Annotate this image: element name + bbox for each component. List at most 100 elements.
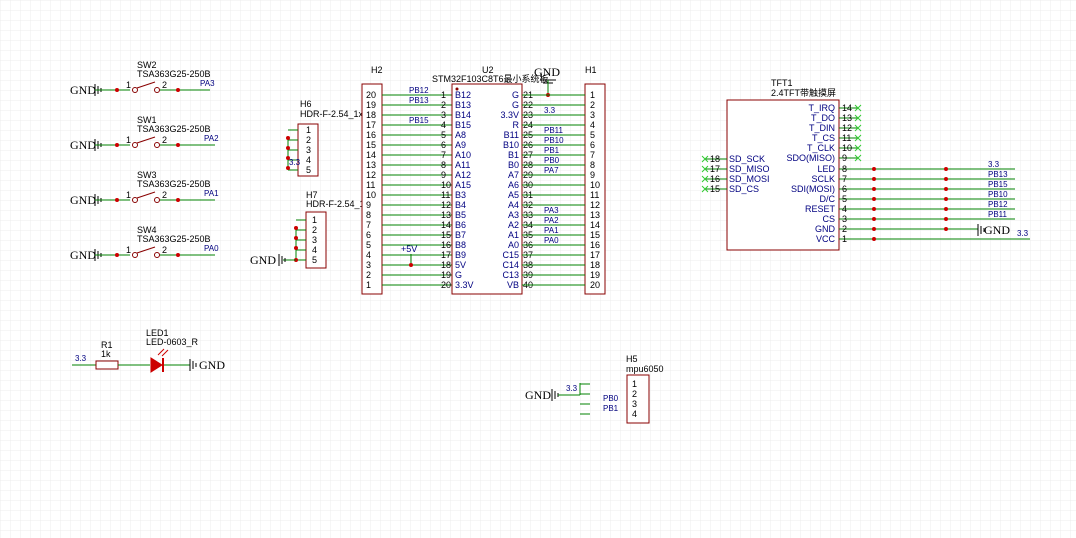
tft-pin-name: CS bbox=[822, 214, 835, 224]
no-connect-marker bbox=[854, 104, 862, 112]
no-connect-marker bbox=[701, 155, 709, 163]
u2-pin-name: R bbox=[513, 120, 520, 130]
u2-pin-number: 9 bbox=[441, 170, 446, 180]
svg-text:GND: GND bbox=[70, 83, 96, 97]
resistor-r1[interactable]: 3.3 R1 1k bbox=[72, 340, 150, 370]
h1-pin-number: 10 bbox=[590, 180, 600, 190]
plus5v-label: +5V bbox=[401, 244, 417, 254]
no-connect-marker bbox=[854, 114, 862, 122]
tft-pin-number: 13 bbox=[842, 113, 852, 123]
u2-pin-name: 3.3V bbox=[500, 110, 519, 120]
svg-text:1: 1 bbox=[126, 80, 131, 90]
h2-pin-number: 19 bbox=[366, 100, 376, 110]
u2-pin-name: B9 bbox=[455, 250, 466, 260]
sw1-value: TSA363G25-250B bbox=[137, 124, 211, 134]
tft-pin-name: T_IRQ bbox=[808, 103, 835, 113]
junction-dot bbox=[944, 207, 948, 211]
u2-pin-name: A0 bbox=[508, 240, 519, 250]
gnd-label: GND bbox=[525, 388, 551, 402]
net-label: PB1 bbox=[603, 404, 619, 413]
u2-pin-name: 5V bbox=[455, 260, 466, 270]
h1-pin-number: 2 bbox=[590, 100, 595, 110]
tft-pin-number: 3 bbox=[842, 214, 847, 224]
net-label: PB11 bbox=[544, 126, 564, 135]
u2-pin-name: A2 bbox=[508, 220, 519, 230]
net-label: PB13 bbox=[409, 96, 429, 105]
no-connect-marker bbox=[854, 154, 862, 162]
h1-pin-number: 16 bbox=[590, 240, 600, 250]
h2-pin-number: 1 bbox=[366, 280, 371, 290]
tft-pin-number: 5 bbox=[842, 194, 847, 204]
net-label: PB11 bbox=[988, 210, 1008, 219]
u2-pin-name: A8 bbox=[455, 130, 466, 140]
net-label: PB13 bbox=[988, 170, 1008, 179]
h1-pin-number: 5 bbox=[590, 130, 595, 140]
u2-pin-name: B10 bbox=[503, 140, 519, 150]
u2-pin-number: 1 bbox=[441, 90, 446, 100]
svg-text:2: 2 bbox=[162, 135, 167, 145]
h6-pin-number: 4 bbox=[306, 155, 311, 165]
r1-ref: R1 bbox=[101, 340, 113, 350]
u2-pin-name: B7 bbox=[455, 230, 466, 240]
h2-pin-number: 5 bbox=[366, 240, 371, 250]
h1-pin-number: 17 bbox=[590, 250, 600, 260]
u2-pin-name: A12 bbox=[455, 170, 471, 180]
net-label: 3.3 bbox=[988, 160, 1000, 169]
tft-pin-number: 15 bbox=[710, 184, 720, 194]
h2-pin-number: 6 bbox=[366, 230, 371, 240]
h1-pin-number: 8 bbox=[590, 160, 595, 170]
u2-pin-number: 17 bbox=[441, 250, 451, 260]
u2-pin-number: 2 bbox=[441, 100, 446, 110]
gnd-label: GND bbox=[250, 253, 276, 267]
net-label: PA1 bbox=[544, 226, 559, 235]
junction-dot bbox=[872, 187, 876, 191]
h1-pin-number: 12 bbox=[590, 200, 600, 210]
sw2-value: TSA363G25-250B bbox=[137, 69, 211, 79]
u2-pin-number: 18 bbox=[441, 260, 451, 270]
tft-pin-name: T_CS bbox=[812, 133, 835, 143]
u2-pin-number: 4 bbox=[441, 120, 446, 130]
net-label: PA1 bbox=[204, 189, 219, 198]
tft-pin-name: SDI(MOSI) bbox=[791, 184, 835, 194]
net-label: PA0 bbox=[204, 244, 219, 253]
tft-pin-name: SCLK bbox=[811, 174, 835, 184]
h6-pin-number: 3 bbox=[306, 145, 311, 155]
tft-pin-number: 4 bbox=[842, 204, 847, 214]
net-label: PB12 bbox=[409, 86, 429, 95]
net-label: PA3 bbox=[544, 206, 559, 215]
u2-pin-number: 15 bbox=[441, 230, 451, 240]
h2-ref: H2 bbox=[371, 65, 383, 75]
u2-pin-name: A3 bbox=[508, 210, 519, 220]
tft-pin-name: RESET bbox=[805, 204, 836, 214]
svg-text:GND: GND bbox=[70, 193, 96, 207]
h1-pin-number: 9 bbox=[590, 170, 595, 180]
svg-text:GND: GND bbox=[70, 138, 96, 152]
u2-pin-name: VB bbox=[507, 280, 519, 290]
h1-pin-number: 1 bbox=[590, 90, 595, 100]
svg-text:1: 1 bbox=[126, 135, 131, 145]
u2-pin-name: B11 bbox=[504, 130, 519, 140]
net-label: PB12 bbox=[988, 200, 1008, 209]
h2-pin-number: 16 bbox=[366, 130, 376, 140]
u2-pin-name: C15 bbox=[502, 250, 519, 260]
net-label: PB15 bbox=[409, 116, 429, 125]
tft-pin-number: 9 bbox=[842, 153, 847, 163]
h2-pin-number: 8 bbox=[366, 210, 371, 220]
no-connect-marker bbox=[854, 134, 862, 142]
h2-pin-number: 12 bbox=[366, 170, 376, 180]
led-led1[interactable]: LED1 LED-0603_R GND bbox=[146, 328, 225, 373]
u2-pin-name: A5 bbox=[508, 190, 519, 200]
h2-pin-number: 17 bbox=[366, 120, 376, 130]
h5-pin-number: 1 bbox=[632, 379, 637, 389]
